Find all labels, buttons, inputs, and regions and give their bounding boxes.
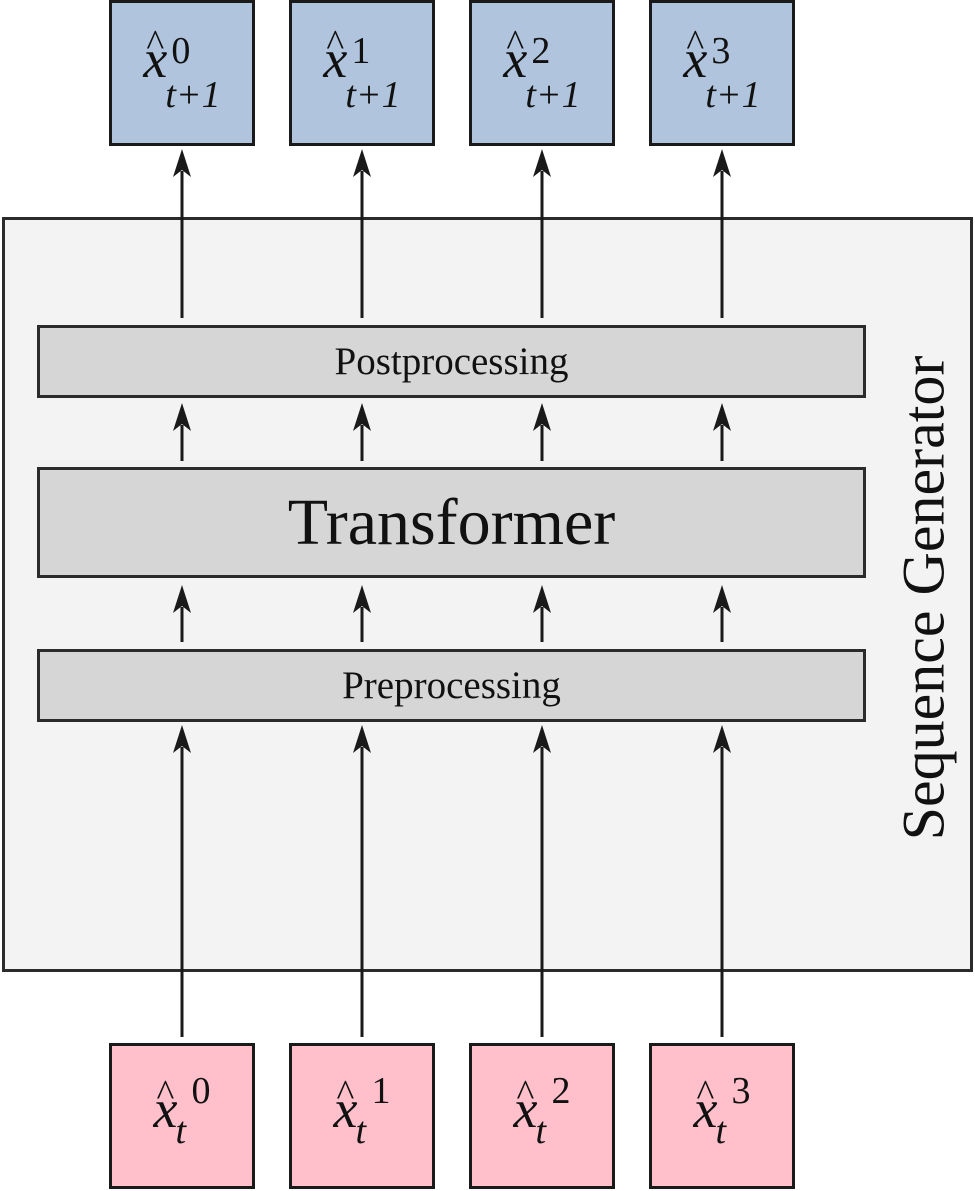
postprocessing-to-output-arrowhead-1 bbox=[353, 149, 371, 177]
preprocessing-to-transformer-arrowhead-3 bbox=[713, 585, 731, 613]
preprocessing-layer: Preprocessing bbox=[37, 649, 866, 722]
transformer-to-postprocessing-arrowhead-3 bbox=[713, 403, 731, 431]
input-to-preprocessing-arrowhead-0 bbox=[173, 725, 191, 753]
transformer-to-postprocessing-arrowhead-0 bbox=[173, 403, 191, 431]
transformer-to-postprocessing-arrowhead-1 bbox=[353, 403, 371, 431]
postprocessing-label: Postprocessing bbox=[334, 340, 569, 383]
preprocessing-label: Preprocessing bbox=[342, 664, 561, 707]
input-to-preprocessing-arrowhead-1 bbox=[353, 725, 371, 753]
transformer-label: Transformer bbox=[287, 485, 616, 559]
postprocessing-to-output-arrowhead-0 bbox=[173, 149, 191, 177]
transformer-layer: Transformer bbox=[37, 467, 866, 578]
postprocessing-layer: Postprocessing bbox=[37, 325, 866, 398]
arrow-group bbox=[173, 149, 731, 1037]
preprocessing-to-transformer-arrowhead-0 bbox=[173, 585, 191, 613]
postprocessing-to-output-arrowhead-2 bbox=[533, 149, 551, 177]
preprocessing-to-transformer-arrowhead-1 bbox=[353, 585, 371, 613]
input-to-preprocessing-arrowhead-2 bbox=[533, 725, 551, 753]
input-to-preprocessing-arrowhead-3 bbox=[713, 725, 731, 753]
postprocessing-to-output-arrowhead-3 bbox=[713, 149, 731, 177]
transformer-to-postprocessing-arrowhead-2 bbox=[533, 403, 551, 431]
preprocessing-to-transformer-arrowhead-2 bbox=[533, 585, 551, 613]
